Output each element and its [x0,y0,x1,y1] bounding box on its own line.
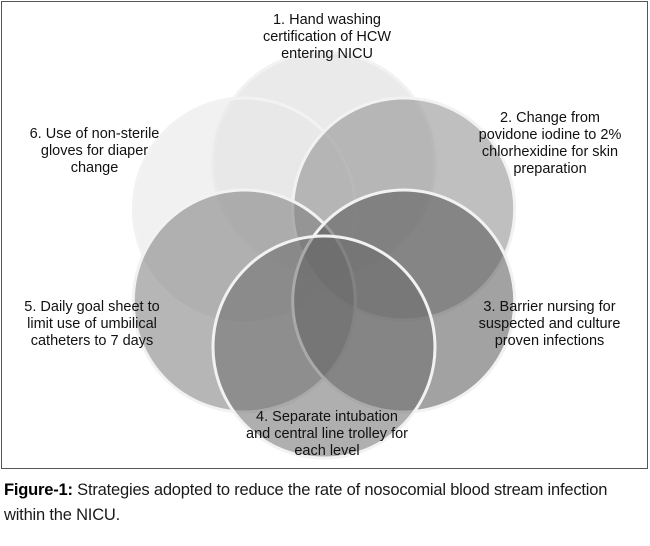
venn-circles [131,50,517,460]
caption-label: Figure-1: [4,481,73,499]
strategy-label-6: 6. Use of non-sterile gloves for diaper … [29,126,160,176]
strategy-label-4: 4. Separate intubation and central line … [246,409,408,459]
strategy-label-5: 5. Daily goal sheet to limit use of umbi… [24,299,160,349]
figure-frame: 1. Hand washing certification of HCW ent… [1,1,648,469]
strategy-circle-4 [211,234,437,460]
strategy-label-2: 2. Change from povidone iodine to 2% chl… [478,110,622,177]
figure-caption: Figure-1: Strategies adopted to reduce t… [4,478,644,528]
strategy-label-1: 1. Hand washing certification of HCW ent… [262,12,392,62]
caption-text: Strategies adopted to reduce the rate of… [4,481,608,524]
strategy-label-3: 3. Barrier nursing for suspected and cul… [478,299,621,349]
venn-diagram [131,50,517,460]
